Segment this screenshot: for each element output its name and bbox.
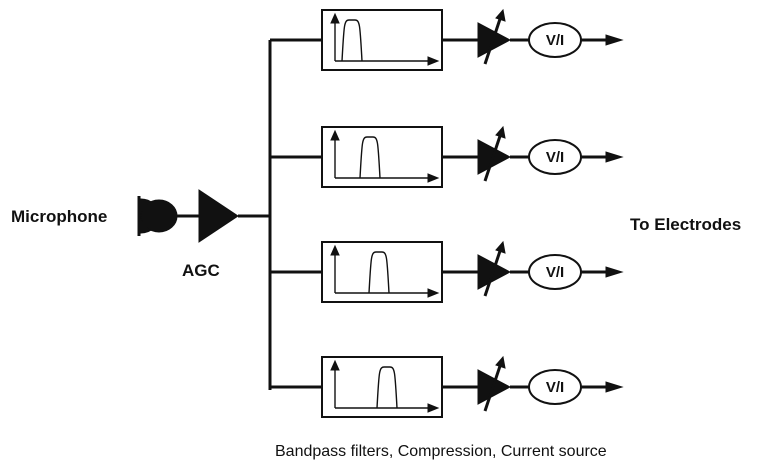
agc-label: AGC	[182, 261, 220, 280]
filter-y-axis-arrowhead	[330, 129, 340, 141]
microphone-capsule	[140, 199, 178, 233]
variable-gain-arrow	[483, 132, 503, 182]
electrode-output-arrowhead	[605, 266, 624, 278]
variable-gain-arrow	[483, 247, 503, 297]
variable-gain-arrow	[483, 15, 503, 65]
converter-label: V/I	[546, 379, 564, 396]
filter-x-axis-arrowhead	[427, 403, 440, 413]
filter-passband-curve	[376, 366, 398, 409]
electrode-output-arrowhead	[605, 34, 624, 46]
converter-label: V/I	[546, 264, 564, 281]
filter-y-axis-arrowhead	[330, 12, 340, 24]
variable-gain-arrowhead	[495, 8, 506, 22]
channel-1: V/I	[270, 8, 624, 71]
variable-gain-arrowhead	[495, 240, 506, 254]
caption: Bandpass filters, Compression, Current s…	[275, 443, 607, 460]
electrode-output-arrowhead	[605, 381, 624, 393]
channels: V/I V/I V/I V/I	[270, 8, 624, 418]
filter-y-axis-arrowhead	[330, 359, 340, 371]
filter-passband-curve	[359, 136, 381, 179]
filter-x-axis-arrowhead	[427, 173, 440, 183]
converter-label: V/I	[546, 32, 564, 49]
filter-passband-curve	[341, 19, 363, 62]
agc-amplifier	[198, 189, 239, 243]
channel-3: V/I	[270, 240, 624, 303]
channel-4: V/I	[270, 355, 624, 418]
microphone	[137, 196, 178, 236]
converter-label: V/I	[546, 149, 564, 166]
variable-gain-arrowhead	[495, 125, 506, 139]
filter-x-axis-arrowhead	[427, 56, 440, 66]
to-electrodes-label: To Electrodes	[630, 215, 741, 234]
variable-gain-arrow	[483, 362, 503, 412]
filter-y-axis-arrowhead	[330, 244, 340, 256]
variable-gain-arrowhead	[495, 355, 506, 369]
electrode-output-arrowhead	[605, 151, 624, 163]
microphone-label: Microphone	[11, 207, 107, 226]
filter-x-axis-arrowhead	[427, 288, 440, 298]
channel-2: V/I	[270, 125, 624, 188]
filter-passband-curve	[368, 251, 390, 294]
